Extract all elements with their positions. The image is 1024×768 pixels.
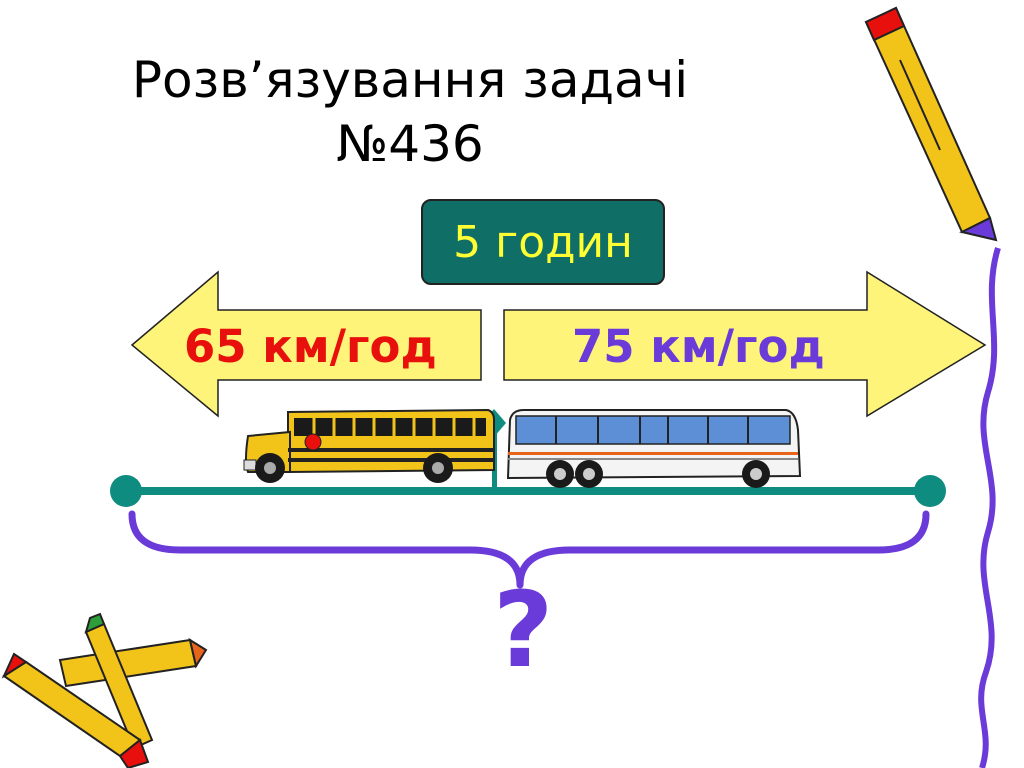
pencil-icon <box>864 6 998 242</box>
segment-end-point <box>914 475 946 507</box>
left-speed-label: 65 км/год <box>184 320 437 373</box>
crayon-icon <box>1 612 208 768</box>
question-mark: ? <box>493 569 554 691</box>
time-label-box: 5 годин <box>421 199 665 285</box>
time-label: 5 годин <box>453 216 633 268</box>
coach-bus-icon <box>506 409 802 488</box>
right-speed-label: 75 км/год <box>572 320 825 373</box>
school-bus-icon <box>243 408 495 483</box>
right-arrow-icon <box>503 270 987 418</box>
wavy-border <box>978 247 1001 768</box>
left-arrow-icon <box>130 270 482 418</box>
distance-brace <box>128 510 930 589</box>
title-line-2: №436 <box>336 115 484 173</box>
slide-title: Розв’язування задачі №436 <box>110 48 710 176</box>
title-line-1: Розв’язування задачі <box>131 51 689 109</box>
segment-start-point <box>110 475 142 507</box>
distance-segment <box>110 409 946 507</box>
